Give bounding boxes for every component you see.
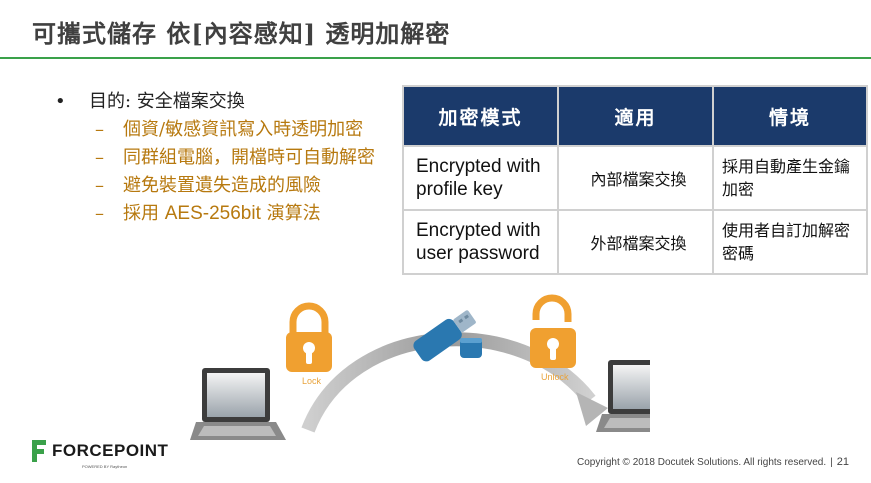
header-usage: 適用 (558, 86, 714, 146)
slide-footer: Copyright © 2018 Docutek Solutions. All … (576, 456, 849, 468)
cell-scenario: 採用自動產生金鑰加密 (712, 145, 868, 211)
unlock-icon (530, 294, 576, 368)
cell-scenario: 使用者自訂加解密密碼 (712, 209, 868, 275)
logo-text: FORCEPOINT (52, 441, 169, 460)
cell-usage: 內部檔案交換 (557, 145, 714, 211)
header-scenario: 情境 (713, 86, 868, 146)
bullet-dot: • (55, 91, 66, 112)
bullet-main: • 目的: 安全檔案交換 (55, 88, 385, 116)
usb-drive-icon (413, 310, 476, 362)
slide-title: 可攜式儲存 依[內容感知] 透明加解密 (32, 19, 451, 48)
usb-cap-icon (460, 338, 482, 358)
table-row: Encrypted with user password 外部檔案交換 使用者自… (402, 209, 868, 275)
bullet-main-text: 目的: 安全檔案交換 (89, 91, 245, 112)
cell-usage: 外部檔案交換 (557, 209, 714, 275)
laptop-left-icon (190, 368, 286, 440)
cell-mode: Encrypted with user password (402, 209, 559, 275)
sub-bullet-text: 同群組電腦，開檔時可自動解密 (123, 147, 375, 168)
unlock-label: Unlock (541, 372, 569, 382)
title-divider (0, 57, 871, 59)
sub-bullet-3: – 避免裝置遺失造成的風險 (95, 175, 321, 196)
cell-mode: Encrypted with profile key (402, 145, 559, 211)
encryption-diagram: Lock Unlock (190, 294, 650, 440)
forcepoint-mark-icon (32, 440, 46, 462)
forcepoint-logo: FORCEPOINT POWERED BY Raytheon (30, 440, 169, 469)
sub-bullet-4: – 採用 AES-256bit 演算法 (95, 203, 321, 224)
laptop-right-icon (596, 360, 650, 432)
sub-bullet-2: – 同群組電腦，開檔時可自動解密 (95, 147, 375, 168)
sub-bullet-prefix: 採用 (123, 203, 165, 224)
sub-bullet-text: 避免裝置遺失造成的風險 (123, 175, 321, 196)
table-header-row: 加密模式 適用 情境 (403, 86, 868, 146)
logo-tagline: POWERED BY Raytheon (82, 464, 128, 469)
bullet-list: • 目的: 安全檔案交換 – 個資/敏感資訊寫入時透明加密 – 同群組電腦，開檔… (55, 88, 385, 228)
sub-bullet-1: – 個資/敏感資訊寫入時透明加密 (95, 119, 364, 140)
page-number: 21 (836, 456, 849, 468)
lock-icon (286, 302, 332, 372)
copyright-text: Copyright © 2018 Docutek Solutions. All … (576, 457, 827, 468)
header-mode: 加密模式 (403, 86, 559, 146)
table-row: Encrypted with profile key 內部檔案交換 採用自動產生… (402, 145, 868, 211)
lock-label: Lock (302, 376, 322, 386)
encryption-mode-table: 加密模式 適用 情境 Encrypted with profile key 內部… (402, 85, 868, 275)
aes-label: AES-256bit (164, 203, 261, 224)
sub-bullet-text: 個資/敏感資訊寫入時透明加密 (123, 119, 364, 140)
sub-bullet-suffix: 演算法 (260, 203, 321, 224)
